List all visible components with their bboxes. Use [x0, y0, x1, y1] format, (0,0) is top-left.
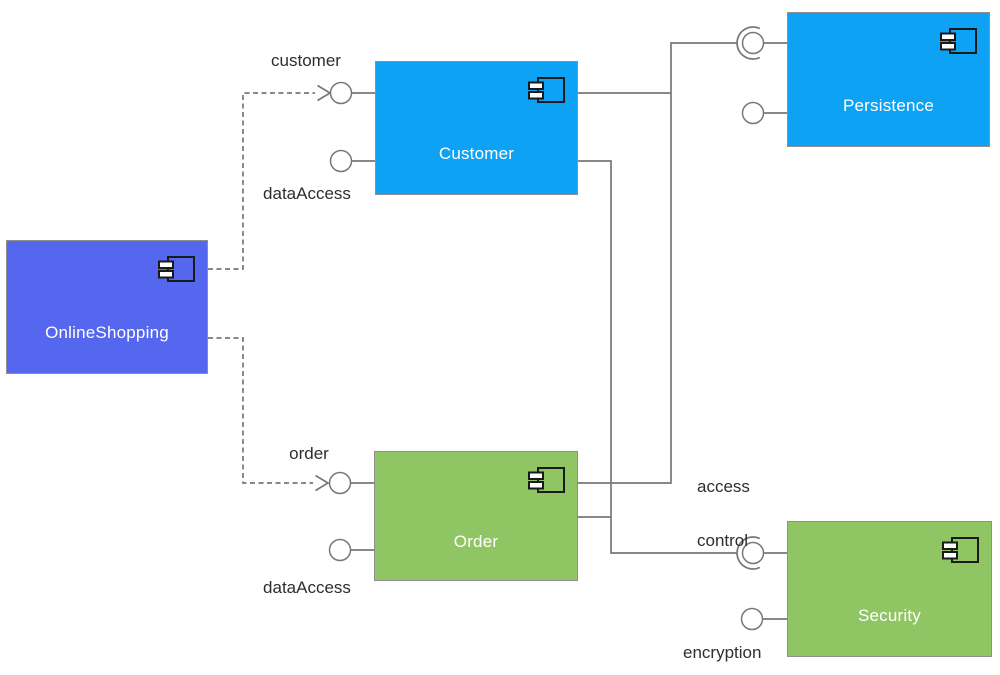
component-label: Order: [453, 531, 499, 551]
port-ball-access-control[interactable]: [741, 541, 765, 565]
socket-icon-access-control: [736, 536, 761, 570]
component-onlineshopping[interactable]: OnlineShopping: [6, 240, 208, 374]
port-ball-order-dataaccess[interactable]: [328, 538, 352, 562]
component-label: OnlineShopping: [45, 323, 169, 343]
interface-label-order: order: [289, 444, 329, 463]
port-ball-persistence-bottom[interactable]: [741, 101, 765, 125]
interface-label-customer: customer: [271, 51, 341, 70]
component-icon: [528, 467, 565, 493]
assembly-connector-persistence: [578, 42, 737, 484]
interface-label-order-dataaccess: dataAccess: [263, 578, 351, 597]
component-icon: [528, 77, 565, 103]
interface-label-access-control: access control: [697, 477, 750, 550]
interface-label-customer-dataaccess: dataAccess: [263, 184, 351, 203]
component-icon: [942, 537, 979, 563]
component-label: Persistence: [842, 96, 935, 116]
component-label: Customer: [438, 144, 515, 164]
component-customer[interactable]: Customer: [375, 61, 578, 195]
dependency-arrow-order: [208, 337, 330, 492]
port-ball-order[interactable]: [328, 471, 352, 495]
socket-icon-persistence: [736, 26, 761, 60]
port-sticks: [350, 42, 787, 620]
dependency-arrow-customer: [208, 84, 332, 270]
port-ball-encryption[interactable]: [740, 607, 764, 631]
open-arrowhead-icon: [317, 84, 332, 102]
component-label: Security: [857, 605, 921, 625]
assembly-connector-security: [578, 160, 737, 554]
component-persistence[interactable]: Persistence: [787, 12, 990, 147]
open-arrowhead-icon: [315, 474, 330, 492]
interface-label-encryption: encryption: [683, 643, 762, 662]
port-ball-customer-dataaccess[interactable]: [329, 149, 353, 173]
component-order[interactable]: Order: [374, 451, 578, 581]
port-ball-customer[interactable]: [329, 81, 353, 105]
port-ball-persistence-top[interactable]: [741, 31, 765, 55]
component-icon: [940, 28, 977, 54]
component-security[interactable]: Security: [787, 521, 992, 657]
component-icon: [158, 256, 195, 282]
